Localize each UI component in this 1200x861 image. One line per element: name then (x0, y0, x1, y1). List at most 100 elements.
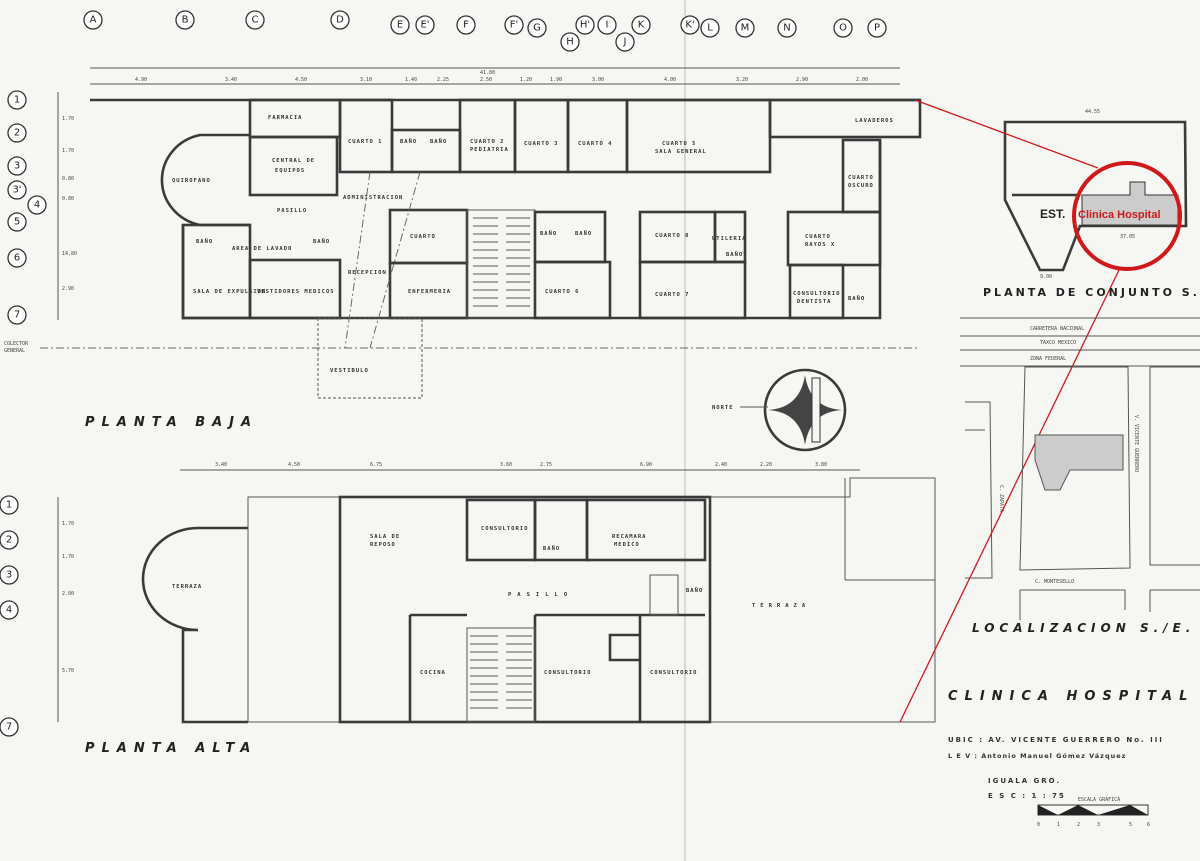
side-dimension-label: 1.70 (62, 116, 74, 122)
grid-row-bubble: 4 (27, 195, 47, 215)
grid-column-bubble: P (867, 18, 887, 38)
room-consultorio-dentista: CONSULTORIO (793, 291, 840, 297)
drawing-title: CLINICA HOSPITAL (948, 689, 1194, 704)
room-utileria: UTILERIA (712, 236, 747, 242)
room-cuarto-7: CUARTO 7 (655, 292, 690, 298)
colector-label: COLECTOR (4, 341, 29, 347)
est-label: EST. (1040, 207, 1065, 221)
svg-text:C: C (252, 15, 259, 26)
conjunto-title: PLANTA DE CONJUNTO S.E. (983, 286, 1200, 299)
svg-text:3: 3 (6, 570, 12, 581)
city: IGUALA GRO. (988, 777, 1061, 785)
zona-label: ZONA FEDERAL (1030, 356, 1066, 362)
grid-row-bubble: 3' (7, 180, 27, 200)
grid-column-bubble: A (83, 10, 103, 30)
dimension-label: 3.80 (815, 462, 827, 468)
svg-text:B: B (182, 15, 189, 26)
room-recepcion: RECEPCION (348, 270, 387, 276)
dimension-label: 1.20 (520, 77, 532, 83)
room-terraza: TERRAZA (172, 584, 202, 590)
room-cuarto-oscuro-2: OSCURO (848, 183, 874, 189)
room-area-lavado: AREA DE LAVADO (232, 246, 292, 252)
room-bano: BAÑO (313, 238, 330, 245)
grid-row-bubble: 3 (0, 565, 19, 585)
svg-text:O: O (839, 23, 847, 34)
grid-column-bubble: N (777, 18, 797, 38)
total-dimension: 41.80 (480, 70, 495, 76)
room-cuarto-4: CUARTO 4 (578, 141, 613, 147)
scale-tick-label: 3 (1097, 822, 1100, 828)
side-dimension-label: 2.90 (62, 286, 74, 292)
grid-row-bubble: 3 (7, 156, 27, 176)
scale: E S C : 1 : 75 (988, 792, 1066, 800)
dimension-label: 3.40 (215, 462, 227, 468)
svg-text:N: N (783, 23, 790, 34)
room-cuarto-2: CUARTO 2 (470, 139, 505, 145)
svg-text:L: L (707, 23, 713, 34)
room-cuarto-8: CUARTO 8 (655, 233, 690, 239)
levanto: L E V : Antonio Manuel Gómez Vázquez (948, 752, 1126, 760)
svg-text:F': F' (510, 20, 519, 31)
carretera-label: CARRETERA NACIONAL (1030, 326, 1084, 332)
grid-row-bubble: 5 (7, 212, 27, 232)
grid-row-bubble: 7 (0, 717, 19, 737)
dimension-label: 4.50 (288, 462, 300, 468)
dimension-label: 2.50 (480, 77, 492, 83)
room-pasillo: PASILLO (508, 592, 573, 598)
svg-text:K': K' (685, 20, 694, 31)
room-central-equipos-2: EQUIPOS (275, 168, 305, 174)
room-sala-expulsion: SALA DE EXPULSION (193, 289, 266, 295)
grid-column-bubble: M (735, 18, 755, 38)
svg-text:H: H (566, 37, 574, 48)
room-sala-reposo-2: REPOSO (370, 542, 396, 548)
room-bano: BAÑO (543, 545, 560, 552)
svg-text:7: 7 (6, 722, 12, 733)
dimension-label: 6.90 (640, 462, 652, 468)
dim-top: 44.55 (1085, 109, 1100, 115)
dimension-label: 3.20 (736, 77, 748, 83)
grid-column-bubble: O (833, 18, 853, 38)
svg-text:6: 6 (14, 253, 20, 264)
dimension-label: 6.75 (370, 462, 382, 468)
svg-text:I: I (606, 20, 609, 31)
room-bano: BAÑO (196, 238, 213, 245)
svg-text:M: M (741, 23, 750, 34)
room-cuarto-5: CUARTO 5 (662, 141, 697, 147)
svg-text:P: P (874, 23, 880, 34)
svg-text:A: A (90, 15, 97, 26)
localizacion-title: LOCALIZACION S./E. (972, 621, 1195, 635)
room-bano: BAÑO (540, 230, 557, 237)
dimension-label: 2.75 (540, 462, 552, 468)
grid-column-bubble: E' (415, 15, 435, 35)
dim-bottom: 37.05 (1120, 234, 1135, 240)
room-vestibulo: VESTIBULO (330, 368, 369, 374)
scale-tick-label: 2 (1077, 822, 1080, 828)
svg-text:4: 4 (34, 200, 40, 211)
grid-column-bubble: K (631, 15, 651, 35)
room-cuarto-oscuro: CUARTO (848, 175, 874, 181)
svg-text:3: 3 (14, 161, 20, 172)
room-terraza-right: TERRAZA (752, 603, 810, 609)
room-bano: BAÑO (575, 230, 592, 237)
highlight-circle (1072, 161, 1182, 271)
dimension-label: 3.10 (360, 77, 372, 83)
grid-row-bubble: 1 (7, 90, 27, 110)
svg-text:E': E' (420, 20, 429, 31)
side-dimension-label: 14.80 (62, 251, 77, 257)
localizacion-map: CARRETERA NACIONAL TAXCO MEXICO ZONA FED… (960, 317, 1200, 635)
grid-column-bubble: K' (680, 15, 700, 35)
dimension-label: 2.40 (715, 462, 727, 468)
grid-row-bubble: 4 (0, 600, 19, 620)
colector-label-2: GENERAL (4, 348, 25, 354)
room-enfermeria: ENFERMERIA (408, 289, 451, 295)
room-sala-reposo: SALA DE (370, 534, 400, 540)
grid-column-bubble: L (700, 18, 720, 38)
svg-text:E: E (397, 20, 403, 31)
svg-text:2: 2 (6, 535, 12, 546)
grid-row-bubble: 7 (7, 305, 27, 325)
grid-column-bubble: H' (575, 15, 595, 35)
room-consultorio-dentista-2: DENTISTA (797, 299, 832, 305)
grid-row-bubble: 6 (7, 248, 27, 268)
